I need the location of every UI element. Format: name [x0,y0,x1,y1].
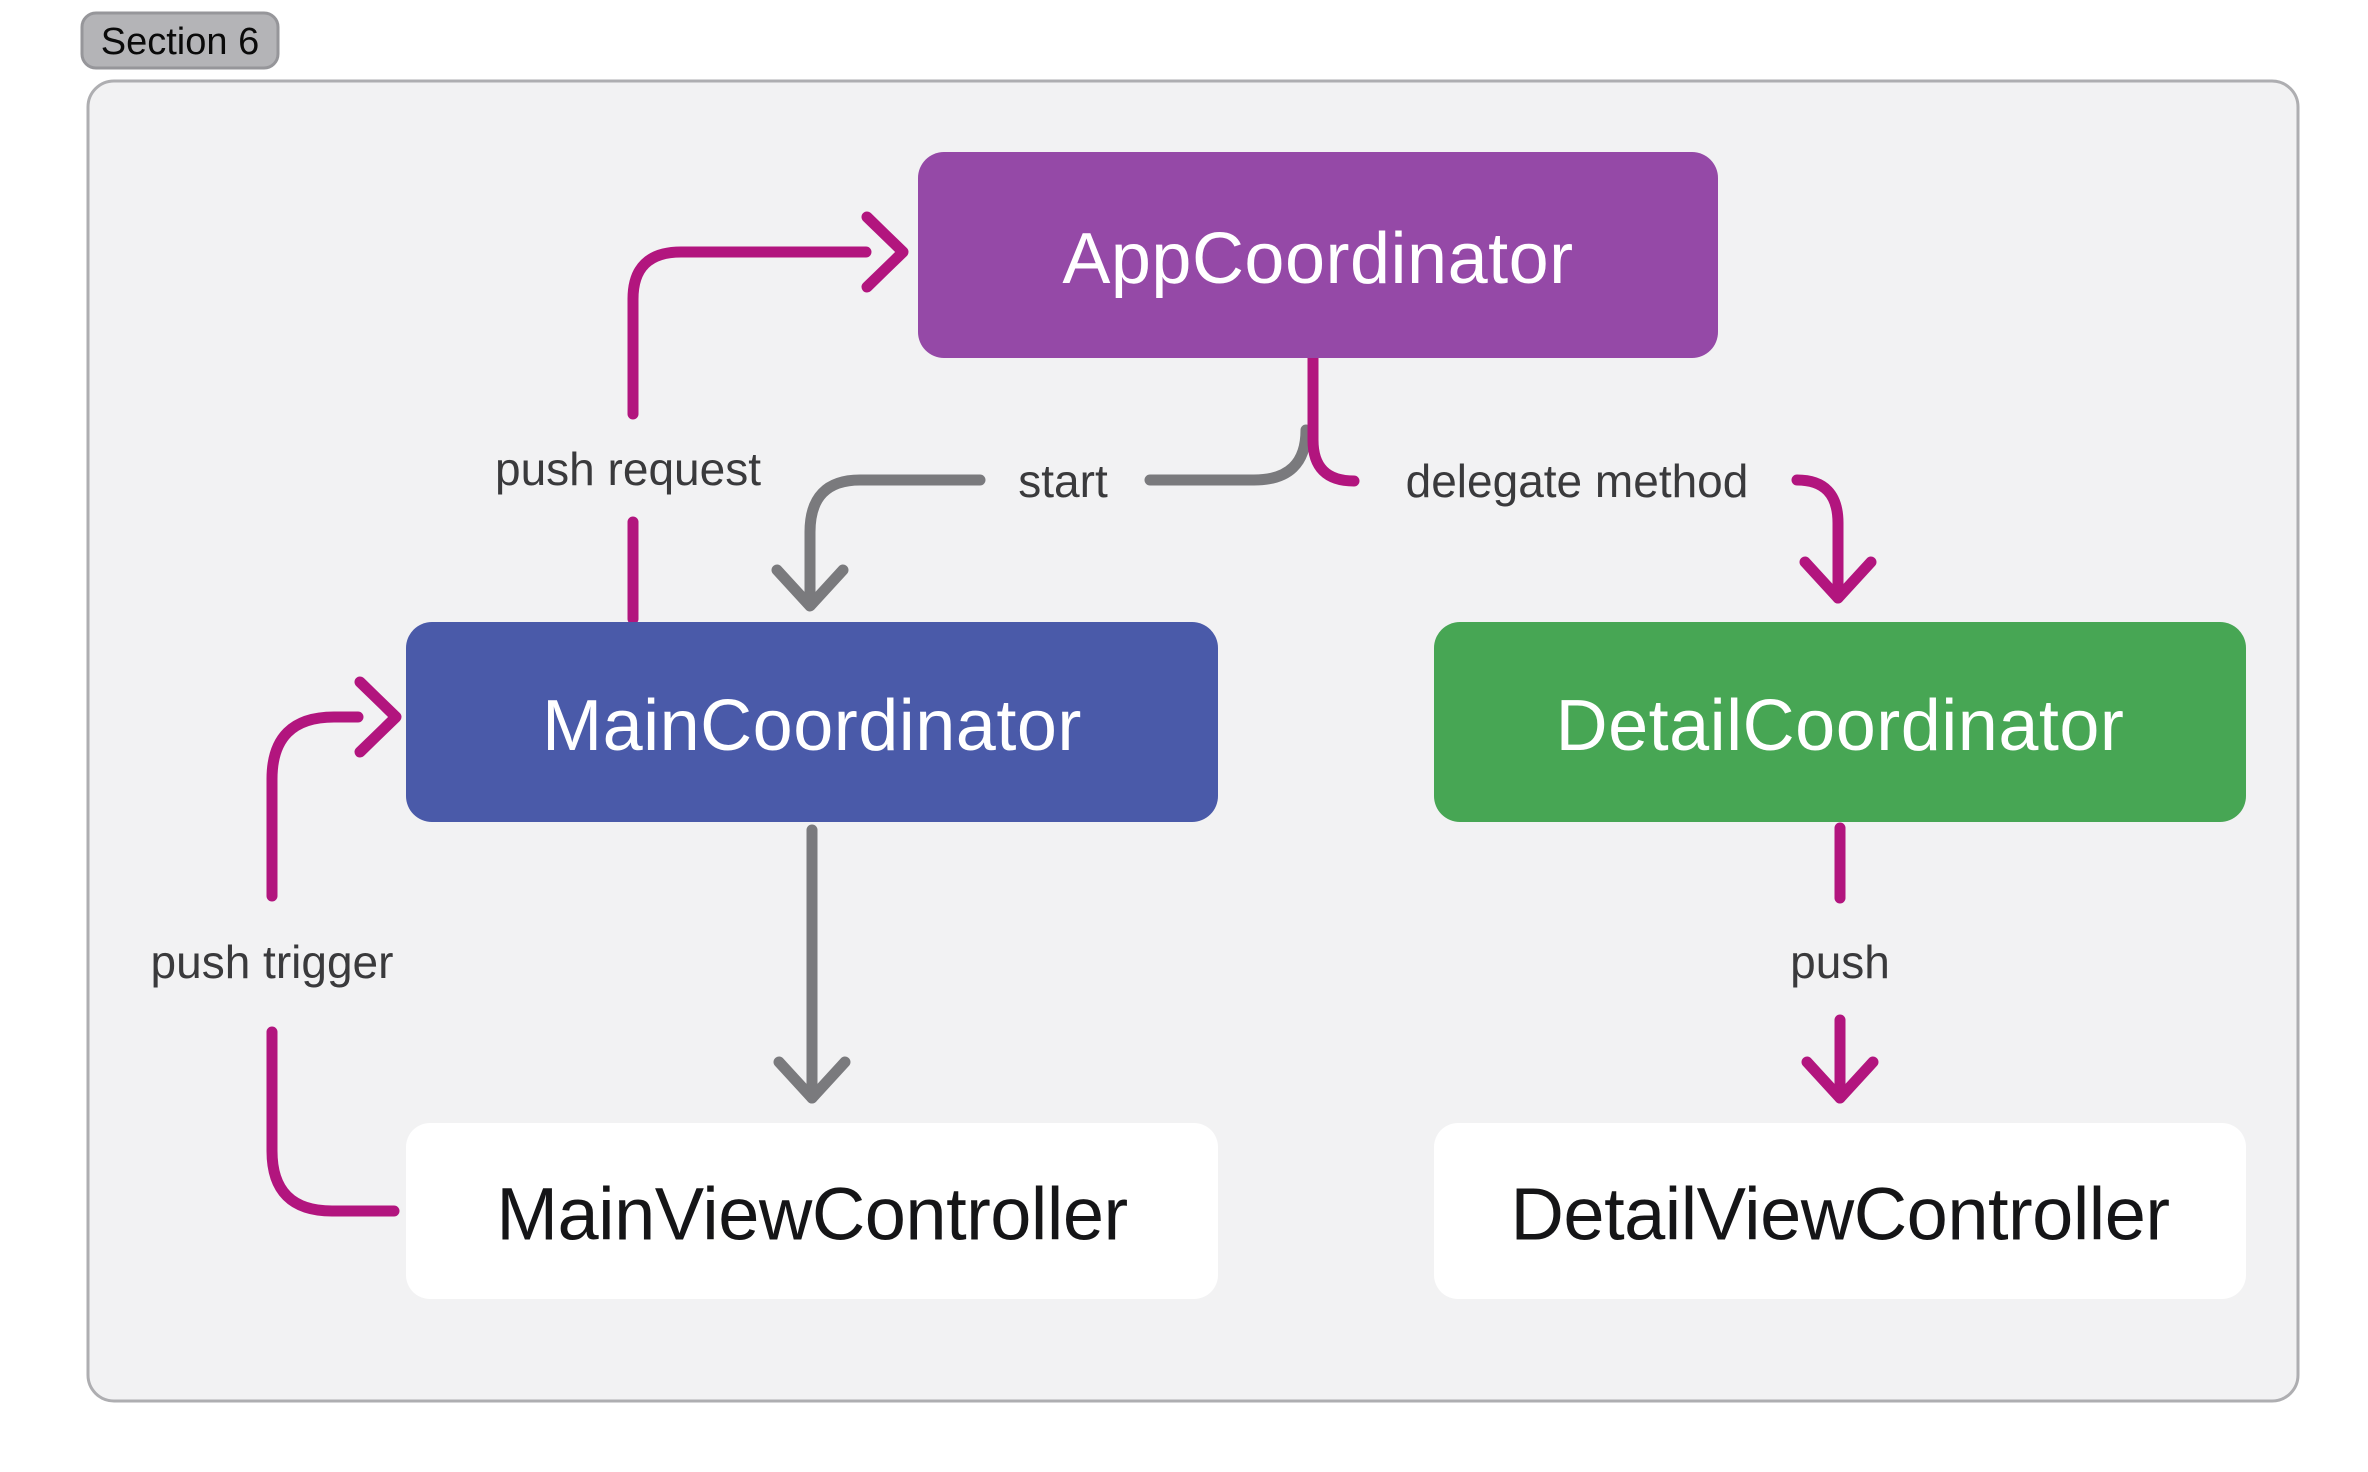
arrow-push-trigger-segment-upper [266,711,364,902]
node-maincoordinator-box [406,622,1218,822]
node-mainviewcontroller-label: MainViewController [496,1173,1127,1256]
arrow-delegate-method-segment-right [1791,474,1844,604]
edge-label-push: push [1790,936,1890,988]
node-mainviewcontroller-box [406,1123,1218,1299]
arrow-main-to-vc-arrowhead-down-icon [773,1056,851,1104]
arrow-start-segment-left [804,474,986,610]
node-detailviewcontroller: DetailViewController [1434,1123,2246,1299]
node-maincoordinator: MainCoordinator [406,622,1218,822]
arrow-push-trigger-segment-lower [266,1026,400,1217]
edge-label-start: start [1018,455,1108,507]
arrow-push-request-segment-upper [627,246,872,420]
node-detailviewcontroller-label: DetailViewController [1510,1173,2169,1256]
arrow-start-arrowhead-down-icon [771,564,849,612]
node-appcoordinator: AppCoordinator [918,152,1718,358]
node-detailcoordinator: DetailCoordinator [1434,622,2246,822]
node-maincoordinator-label: MainCoordinator [542,686,1082,766]
arrow-delegate-method [1307,350,1877,604]
node-appcoordinator-box [918,152,1718,358]
arrow-push-trigger-arrowhead-right-icon [354,676,402,758]
edge-label-delegate-method: delegate method [1406,455,1749,507]
edge-label-push-trigger: push trigger [151,936,394,988]
node-detailcoordinator-label: DetailCoordinator [1556,686,2125,766]
arrow-start-segment-right [1144,424,1312,486]
node-appcoordinator-label: AppCoordinator [1062,219,1573,299]
node-mainviewcontroller: MainViewController [406,1123,1218,1299]
arrow-push-arrowhead-down-icon [1801,1056,1879,1104]
arrow-delegate-method-arrowhead-down-icon [1799,556,1877,604]
section-badge-background [80,11,280,70]
edge-label-push-request: push request [495,443,761,495]
node-detailcoordinator-box [1434,622,2246,822]
section-badge: Section 6 [80,11,280,70]
arrow-push [1801,822,1879,1104]
arrow-main-to-mainviewcontroller [773,824,851,1104]
section-badge-label: Section 6 [101,21,259,63]
arrow-push-trigger [266,676,402,1217]
arrow-push-request-arrowhead-right-icon [861,211,909,293]
arrow-start [771,424,1312,612]
arrow-push-request [627,211,909,625]
arrow-delegate-method-hook [1307,350,1360,487]
node-detailviewcontroller-box [1434,1123,2246,1299]
